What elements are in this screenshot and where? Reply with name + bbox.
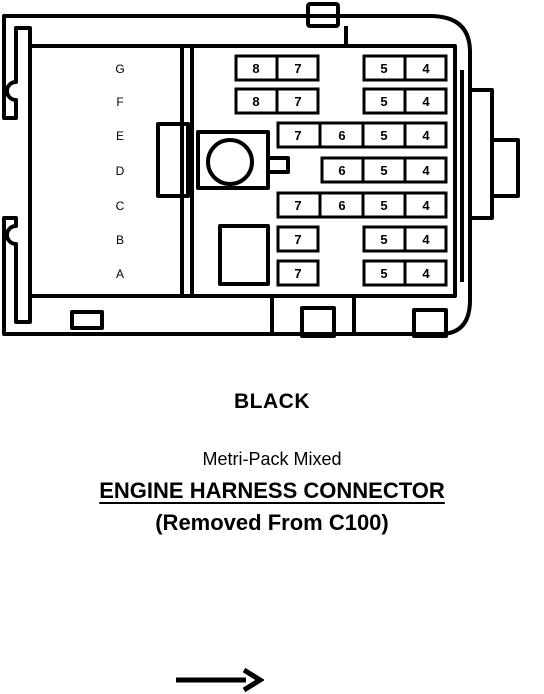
terminal-e5: 5 [380,128,387,143]
terminal-c5: 5 [380,198,387,213]
connector-name-text: ENGINE HARNESS CONNECTOR [99,478,445,503]
row-label-d: D [116,164,125,178]
terminal-f8: 8 [252,94,259,109]
row-label-g: G [115,62,124,76]
terminal-b4: 4 [422,232,430,247]
terminal-block [320,156,448,184]
row-label-a: A [116,267,124,281]
terminal-c6: 6 [338,198,345,213]
row-label-f: F [116,95,123,109]
terminal-c4: 4 [422,198,430,213]
terminal-f4: 4 [422,94,430,109]
connector-housing [2,2,520,338]
terminal-g7: 7 [294,61,301,76]
terminal-e7: 7 [294,128,301,143]
terminal-g4: 4 [422,61,430,76]
terminal-d4: 4 [422,163,430,178]
connector-type: Metri-Pack Mixed [202,449,342,469]
terminal-block [276,225,320,253]
row-label-c: C [116,199,125,213]
connector-color: BLACK [234,390,310,413]
connector-name: ENGINE HARNESS CONNECTOR [0,478,544,504]
terminal-g5: 5 [380,61,387,76]
row-labels: G F E D C B A [115,62,124,281]
terminal-c7: 7 [294,198,301,213]
right-arrow-icon [176,668,264,692]
terminal-b5: 5 [380,232,387,247]
terminal-f7: 7 [294,94,301,109]
terminal-d5: 5 [380,163,387,178]
terminal-e4: 4 [422,128,430,143]
terminal-d6: 6 [338,163,345,178]
terminal-a4: 4 [422,266,430,281]
terminal-grid: 8 7 5 4 8 7 5 4 7 6 5 4 6 5 4 7 6 5 4 7 5 4 7 5 4 [234,54,448,287]
terminal-a5: 5 [380,266,387,281]
terminal-b7: 7 [294,232,301,247]
row-label-b: B [116,233,124,247]
terminal-g8: 8 [252,61,259,76]
terminal-block [276,259,320,287]
terminal-e6: 6 [338,128,345,143]
terminal-a7: 7 [294,266,301,281]
connector-note: (Removed From C100) [155,510,389,535]
terminal-f5: 5 [380,94,387,109]
row-label-e: E [116,129,124,143]
